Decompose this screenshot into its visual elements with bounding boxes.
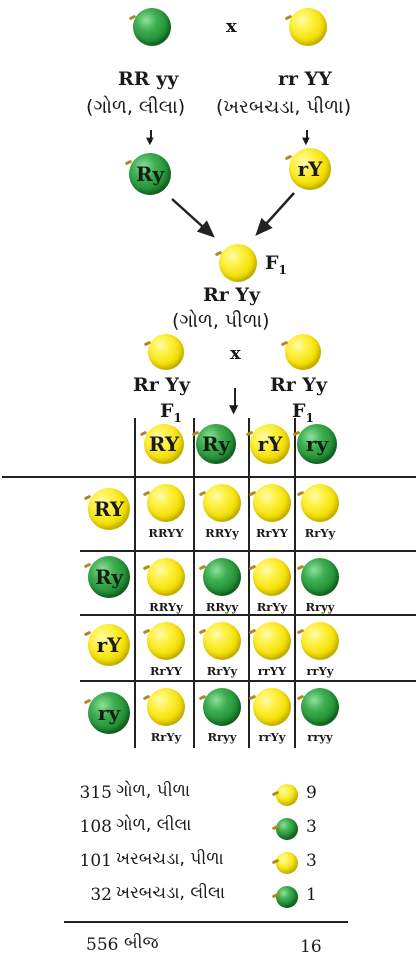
punnett-genotype: RRYy [196,526,248,540]
total-count: 556 [86,935,118,955]
punnett-genotype: rrYy [246,730,298,744]
punnett-pea [253,622,291,660]
punnett-pea [147,558,185,596]
top-gamete-rY: rY [250,424,290,464]
punnett-genotype: RrYy [294,526,346,540]
punnett-pea [301,688,339,726]
punnett-pea [253,688,291,726]
total-rule [64,921,348,923]
f1-phenotype: (ગોળ, પીળા) [172,310,270,332]
result-pea [276,852,298,874]
punnett-genotype: rrYy [294,664,346,678]
top-gamete-label: Ry [196,424,236,464]
punnett-genotype: rrYY [246,664,298,678]
side-gamete-label: rY [88,624,130,666]
f1-cross-pea-left [148,334,184,370]
f1-cross-right-genotype: Rr Yy [270,374,327,396]
punnett-genotype: rryy [294,730,346,744]
f1-cross-pea-right [285,334,321,370]
punnett-genotype: RrYy [140,730,192,744]
punnett-pea [147,688,185,726]
side-gamete-ry: ry [88,692,130,734]
f1-label: F1 [265,252,287,277]
result-count: 32 [90,885,112,905]
result-description: ગોળ, પીળા [116,781,190,801]
punnett-genotype: Rryy [196,730,248,744]
top-gamete-label: RY [144,424,184,464]
side-gamete-RY: RY [88,488,130,530]
side-gamete-label: ry [88,692,130,734]
punnett-pea [203,484,241,522]
top-gamete-RY: RY [144,424,184,464]
punnett-pea [203,622,241,660]
top-gamete-ry: ry [297,424,337,464]
result-pea [276,818,298,840]
punnett-genotype: RrYy [196,664,248,678]
result-ratio: 3 [306,851,317,871]
side-gamete-Ry: Ry [88,556,130,598]
f1-cross-arrowhead: ▼ [229,402,238,416]
punnett-pea [253,484,291,522]
side-gamete-label: RY [88,488,130,530]
f1-pea [219,244,257,282]
grid-hline-3 [80,680,416,682]
punnett-pea [203,558,241,596]
result-description: ગોળ, લીલા [116,815,191,835]
top-gamete-label: rY [250,424,290,464]
f1-cross-left-label-sub: 1 [174,411,182,425]
total-ratio: 16 [300,937,322,957]
punnett-genotype: RRYY [140,526,192,540]
f1-cross-left-label: F1 [160,400,182,425]
punnett-pea [203,688,241,726]
punnett-pea [253,558,291,596]
punnett-genotype: RRYy [140,600,192,614]
result-description: ખરબચડા, પીળા [116,849,224,869]
result-ratio: 9 [306,783,317,803]
result-pea [276,886,298,908]
result-ratio: 1 [306,885,317,905]
side-gamete-label: Ry [88,556,130,598]
punnett-genotype: Rryy [294,600,346,614]
f1-cross-right-label-sub: 1 [306,411,314,425]
result-count: 108 [80,817,112,837]
grid-vline-3 [294,418,296,748]
punnett-genotype: RrYY [140,664,192,678]
punnett-pea [147,622,185,660]
punnett-pea [301,484,339,522]
top-gamete-label: ry [297,424,337,464]
result-description: ખરબચડા, લીલા [116,883,225,903]
f1-genotype: Rr Yy [203,284,260,306]
punnett-pea [147,484,185,522]
punnett-genotype: RRyy [196,600,248,614]
converging-arrows [0,0,418,260]
punnett-genotype: RrYy [246,600,298,614]
grid-hline-1 [80,550,416,552]
punnett-genotype: RrYY [246,526,298,540]
grid-hline-2 [80,614,416,616]
side-gamete-rY: rY [88,624,130,666]
grid-hline-0 [2,476,416,478]
result-pea [276,784,298,806]
grid-vline-0 [134,418,136,748]
total-desc: બીજ [124,933,159,953]
f1-label-sub: 1 [279,263,287,277]
punnett-pea [301,558,339,596]
f1-cross-left-label-text: F [160,400,174,422]
f1-label-text: F [265,252,279,274]
grid-vline-1 [193,418,195,748]
result-count: 315 [80,783,112,803]
f1-cross-left-genotype: Rr Yy [133,374,190,396]
top-gamete-Ry: Ry [196,424,236,464]
result-count: 101 [80,851,112,871]
result-ratio: 3 [306,817,317,837]
f1-cross-symbol: x [230,343,241,364]
punnett-pea [301,622,339,660]
